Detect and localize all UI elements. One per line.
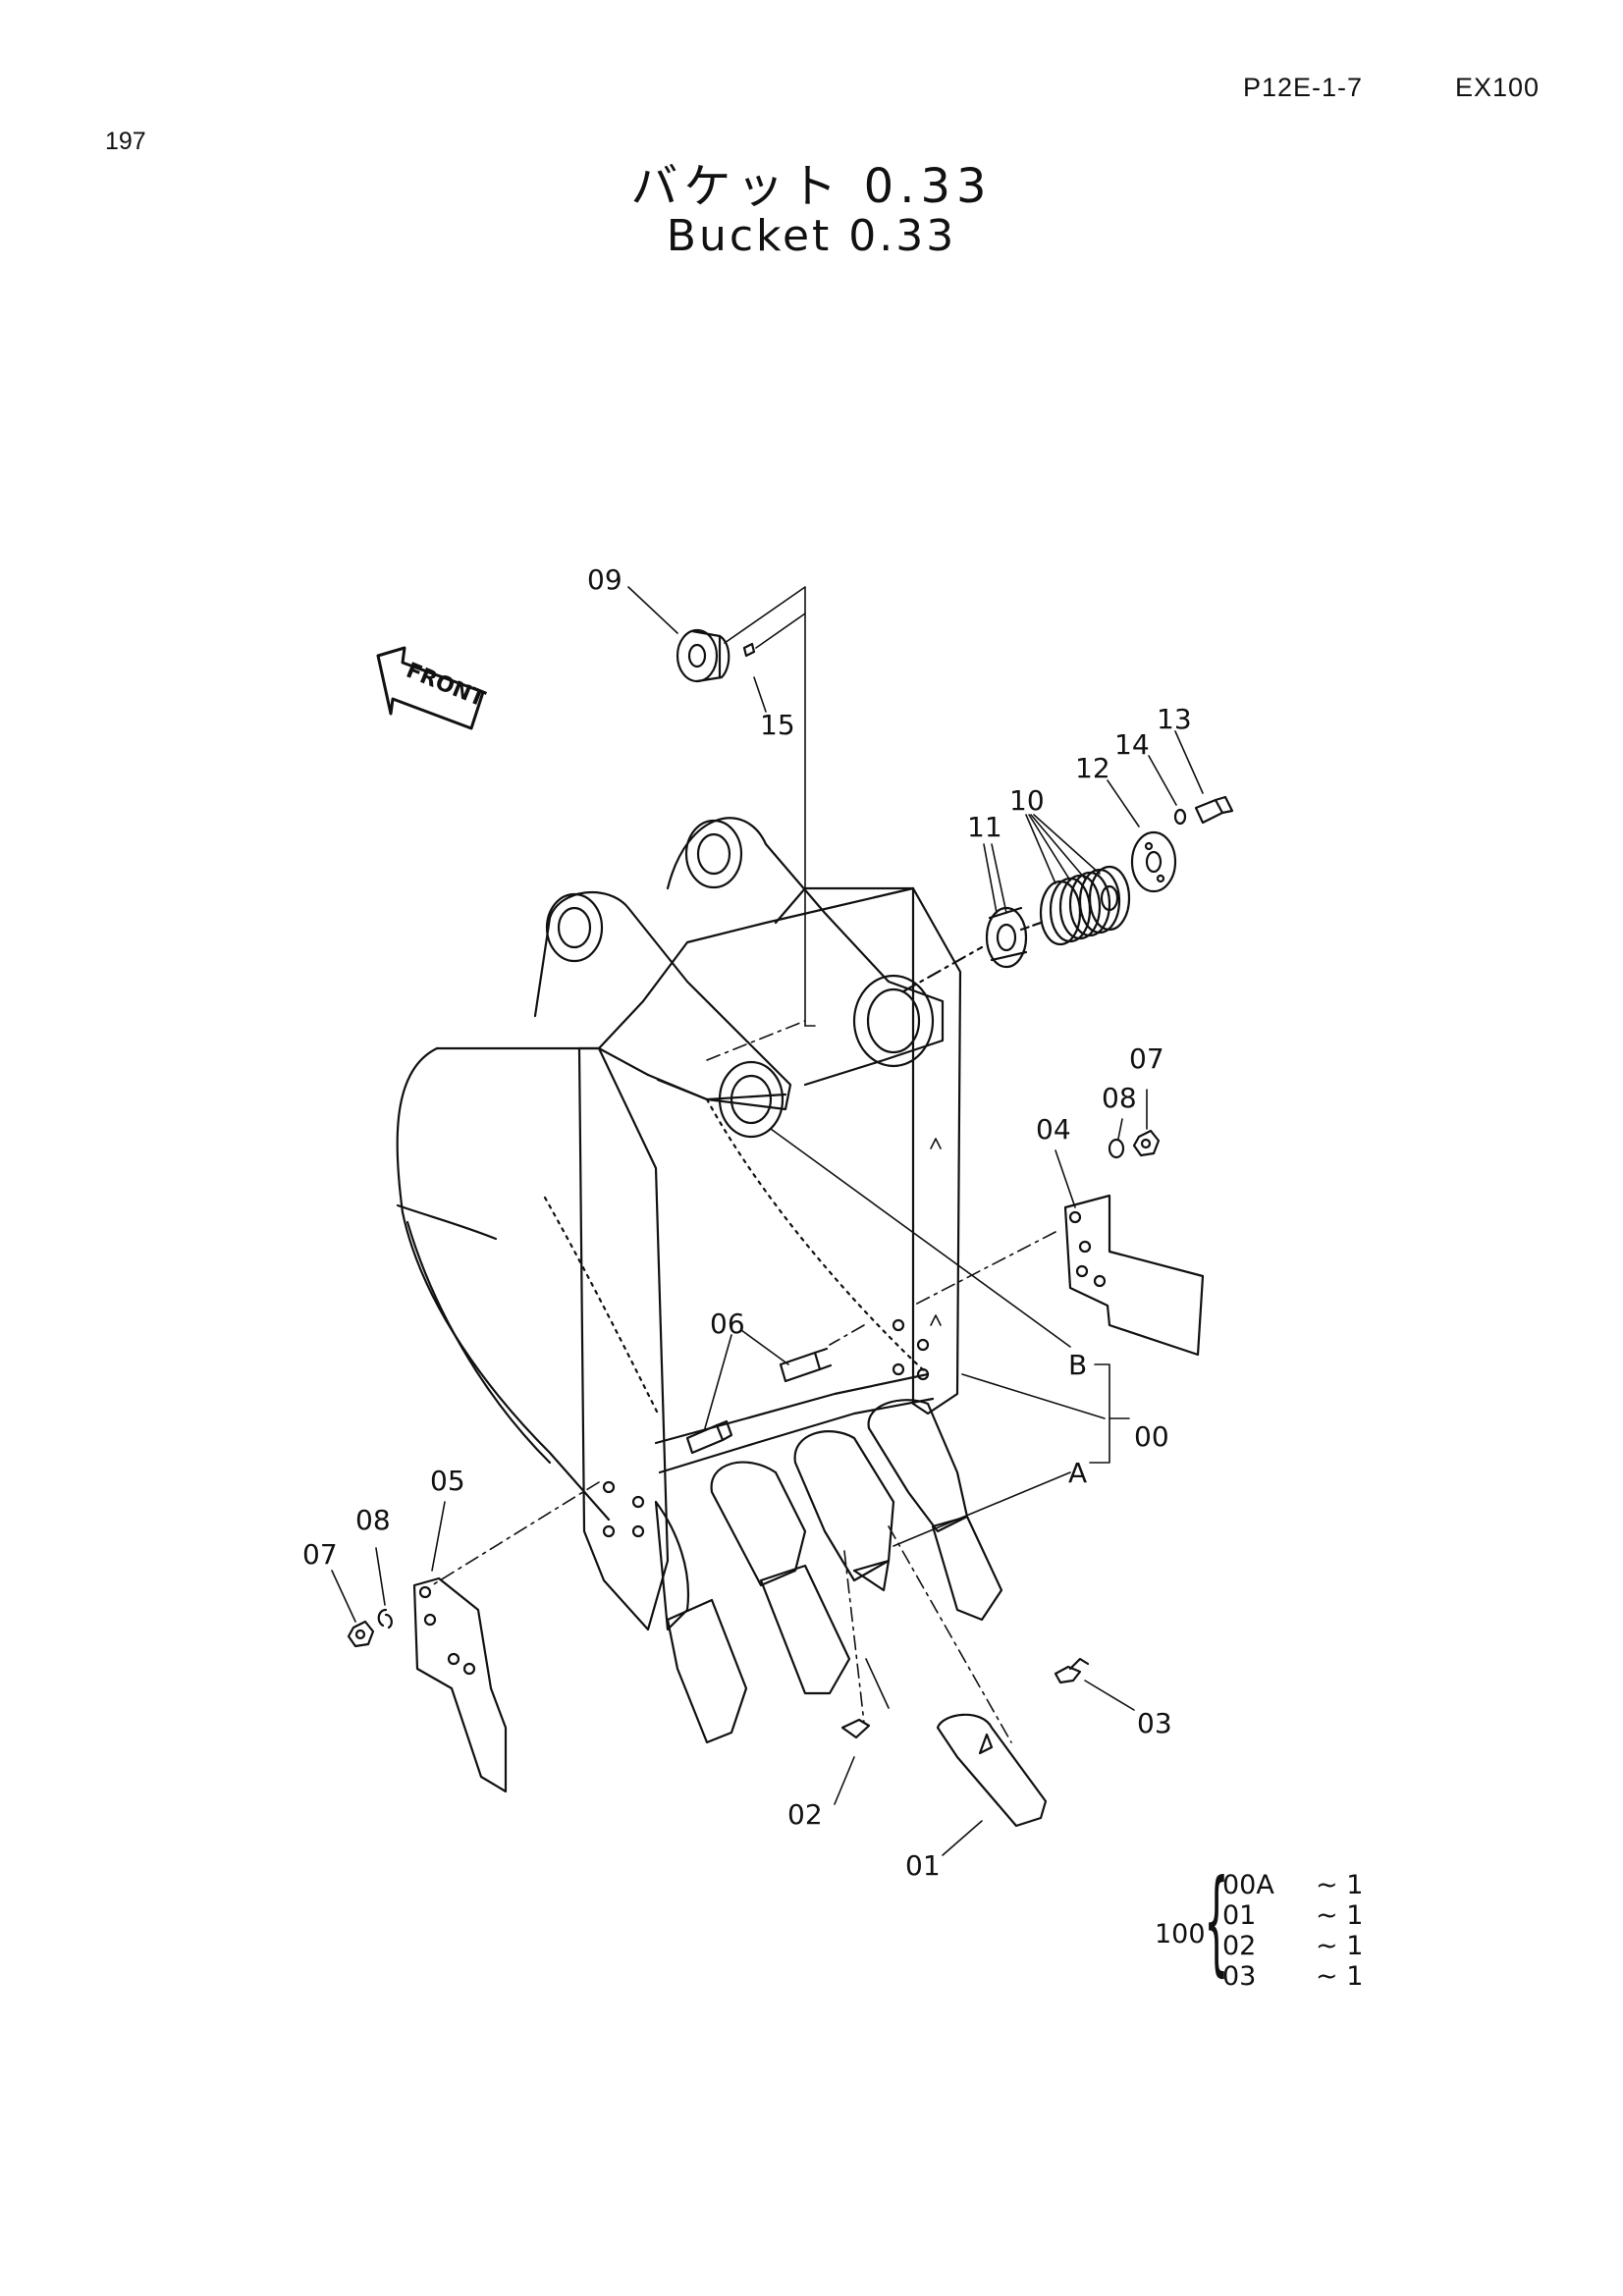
washer-14 — [1173, 808, 1187, 826]
drawing-code: P12E-1-7 — [1243, 73, 1364, 102]
boss-ring — [545, 892, 604, 963]
kit-row: 01 ~ 1 — [1222, 1900, 1363, 1931]
bolt-13 — [1194, 795, 1234, 825]
plate-12 — [1130, 830, 1177, 893]
callout-B: B — [1068, 1349, 1087, 1381]
side-cutter-05 — [412, 1576, 508, 1793]
callout-02: 02 — [787, 1798, 823, 1831]
callout-07-right: 07 — [1129, 1042, 1164, 1075]
collar-11 — [985, 906, 1028, 969]
leader-lines — [331, 586, 1204, 1856]
tooth-point-01 — [936, 1713, 1048, 1828]
bolt-06 — [685, 1347, 833, 1455]
callouts: 09 15 13 14 12 10 11 07 08 04 06 B 00 A … — [302, 563, 1192, 1882]
kit-brace: { — [1204, 1855, 1229, 1988]
shim-stack-10 — [1039, 865, 1131, 946]
kit-number: 100 — [1155, 1919, 1206, 1949]
title-english: Bucket 0.33 — [666, 211, 957, 261]
kit-item-qty: ~ 1 — [1316, 1900, 1364, 1931]
kit-row: 03 ~ 1 — [1222, 1961, 1363, 1992]
lock-03 — [1054, 1657, 1090, 1684]
kit-row: 00A ~ 1 — [1222, 1870, 1363, 1900]
washer-08 — [377, 1138, 1125, 1629]
callout-10: 10 — [1009, 784, 1045, 817]
kit-item-code: 02 — [1222, 1931, 1257, 1961]
pin-assembly — [901, 795, 1234, 993]
callout-11: 11 — [967, 811, 1002, 843]
callout-00: 00 — [1134, 1420, 1169, 1453]
callout-01: 01 — [905, 1849, 941, 1882]
callout-14: 14 — [1114, 728, 1150, 761]
title-japanese: バケット 0.33 — [630, 159, 993, 214]
kit-item-qty: ~ 1 — [1316, 1961, 1364, 1992]
callout-07-left: 07 — [302, 1538, 338, 1571]
front-arrow-icon: FRONT — [376, 646, 488, 730]
callout-08-left: 08 — [355, 1504, 391, 1536]
callout-12: 12 — [1075, 752, 1110, 784]
page-number: 197 — [105, 128, 146, 155]
callout-08-right: 08 — [1102, 1082, 1137, 1114]
callout-06: 06 — [710, 1308, 745, 1340]
pin-09 — [676, 628, 730, 683]
boss-bracket — [533, 817, 945, 1139]
side-cutter-04 — [1063, 1194, 1205, 1357]
boss-ring — [718, 1060, 784, 1139]
lock-pin-02 — [840, 1718, 871, 1739]
front-arrow-label: FRONT — [403, 659, 488, 713]
callout-04: 04 — [1036, 1113, 1071, 1146]
callout-15: 15 — [760, 709, 795, 741]
callout-05: 05 — [430, 1465, 465, 1497]
kit-item-qty: ~ 1 — [1316, 1931, 1364, 1961]
kit-row: 02 ~ 1 — [1222, 1931, 1363, 1961]
kit-item-code: 03 — [1222, 1961, 1257, 1992]
kit-item-code: 01 — [1222, 1900, 1257, 1931]
kit-list: 00A ~ 1 01 ~ 1 02 ~ 1 03 ~ 1 — [1222, 1870, 1363, 1992]
callout-09: 09 — [587, 563, 622, 596]
nut-07 — [347, 1129, 1161, 1648]
callout-13: 13 — [1157, 703, 1192, 735]
model-name: EX100 — [1455, 73, 1541, 102]
kit-item-code: 00A — [1222, 1870, 1274, 1900]
boss-ring — [684, 819, 743, 889]
boss-ring — [852, 974, 935, 1068]
callout-A: A — [1068, 1457, 1087, 1489]
callout-03: 03 — [1137, 1707, 1172, 1739]
pin-15 — [742, 642, 756, 658]
bucket-teeth — [654, 1399, 1003, 1744]
kit-item-qty: ~ 1 — [1316, 1870, 1364, 1900]
